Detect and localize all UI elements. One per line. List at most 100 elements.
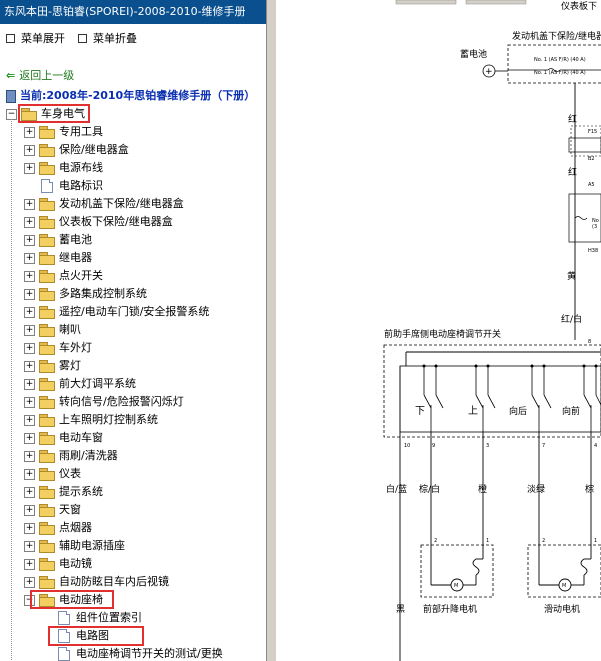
tree-item[interactable]: +电动车窗 <box>0 429 262 447</box>
expand-icon[interactable]: + <box>24 235 35 246</box>
tree-item[interactable]: +电动镜 <box>0 555 262 573</box>
tree-subitem[interactable]: 组件位置索引 <box>0 609 262 627</box>
expand-icon[interactable]: + <box>24 433 35 444</box>
sw-up: 上 <box>468 405 478 417</box>
motor2-label: 滑动电机 <box>544 603 580 615</box>
menu-expand-button[interactable]: 菜单展开 <box>6 30 65 48</box>
tree-item[interactable]: +上车照明灯控制系统 <box>0 411 262 429</box>
tree-item[interactable]: +多路集成控制系统 <box>0 285 262 303</box>
expand-icon[interactable]: + <box>24 577 35 588</box>
tree-item-label: 遥控/电动车门锁/安全报警系统 <box>59 305 210 318</box>
expand-icon[interactable]: + <box>24 361 35 372</box>
tree-item[interactable]: +保险/继电器盒 <box>0 141 262 159</box>
expand-icon[interactable]: + <box>24 523 35 534</box>
tree-subitem[interactable]: 电动座椅调节开关的测试/更换 <box>0 645 262 661</box>
tree-item[interactable]: + 点火开关 <box>0 267 262 285</box>
tree-item[interactable]: +仪表板下保险/继电器盒 <box>0 213 262 231</box>
folder-open-icon <box>21 108 37 121</box>
highlight-box <box>30 590 114 609</box>
pin-3: 3 <box>486 443 489 449</box>
menu-collapse-button[interactable]: 菜单折叠 <box>78 30 137 48</box>
current-label: 当前:2008年-2010年思铂睿维修手册（下册） <box>20 89 256 102</box>
folder-icon <box>39 198 55 211</box>
expand-icon[interactable]: + <box>24 307 35 318</box>
sw-fwd: 向前 <box>562 405 580 417</box>
tree-item[interactable]: +电源布线 <box>0 159 262 177</box>
folder-icon <box>39 522 55 535</box>
expand-icon[interactable]: + <box>24 127 35 138</box>
expand-icon[interactable]: + <box>24 289 35 300</box>
tree-root-label: 车身电气 <box>41 107 85 120</box>
folder-icon <box>39 360 55 373</box>
tree-item[interactable]: + 车外灯 <box>0 339 262 357</box>
expand-icon[interactable]: + <box>24 217 35 228</box>
tree-item[interactable]: +专用工具 <box>0 123 262 141</box>
expand-icon[interactable]: + <box>24 469 35 480</box>
tree-item[interactable]: +雨刷/清洗器 <box>0 447 262 465</box>
tree-subitem-label: 电路图 <box>76 629 109 642</box>
wire-brownwhite: 棕/白 <box>419 483 440 495</box>
tree-subitem[interactable]: 电路图 <box>0 627 262 645</box>
tree-item[interactable]: +雾灯 <box>0 357 262 375</box>
tree-subitem-label: 组件位置索引 <box>76 611 142 624</box>
tree-item[interactable]: 电路标识 <box>0 177 262 195</box>
expand-icon[interactable]: + <box>24 559 35 570</box>
tree-item[interactable]: + 提示系统 <box>0 483 262 501</box>
expand-icon[interactable]: + <box>24 271 35 282</box>
tree-item[interactable]: +转向信号/危险报警闪烁灯 <box>0 393 262 411</box>
fusebox-outline <box>507 44 601 84</box>
tree-item[interactable]: +仪表 <box>0 465 262 483</box>
tree-item[interactable]: + 继电器 <box>0 249 262 267</box>
folder-icon <box>39 432 55 445</box>
folder-icon <box>39 252 55 265</box>
expand-icon[interactable]: + <box>24 397 35 408</box>
tree-item[interactable]: +天窗 <box>0 501 262 519</box>
expand-icon[interactable]: + <box>24 541 35 552</box>
scroll-stub[interactable] <box>465 0 527 5</box>
sw-down: 下 <box>415 406 425 417</box>
tree-item[interactable]: + 点烟器 <box>0 519 262 537</box>
tree-item[interactable]: +自动防眩目车内后视镜 <box>0 573 262 591</box>
tree-item-label: 车外灯 <box>59 341 92 354</box>
expand-icon[interactable]: + <box>24 505 35 516</box>
tree-root[interactable]: −车身电气 <box>0 105 262 123</box>
back-link[interactable]: ⇐返回上一级 <box>6 68 74 84</box>
tree-item[interactable]: +喇叭 <box>0 321 262 339</box>
motor-m2: M <box>562 583 566 589</box>
tree-item[interactable]: +前大灯调平系统 <box>0 375 262 393</box>
fusebox-title: 发动机盖下保险/继电器 <box>512 30 601 42</box>
tree-item[interactable]: −电动座椅 <box>0 591 262 609</box>
tree-item[interactable]: +发动机盖下保险/继电器盒 <box>0 195 262 213</box>
wire-red2: 红 <box>568 166 577 178</box>
back-arrow-icon: ⇐ <box>6 69 16 82</box>
document-icon <box>58 611 70 625</box>
expand-icon[interactable]: + <box>24 199 35 210</box>
fuse-right1: No <box>592 218 599 224</box>
book-icon <box>6 89 16 103</box>
tree-item[interactable]: +蓄电池 <box>0 231 262 249</box>
pin-4: 4 <box>594 443 597 449</box>
collapse-icon[interactable]: − <box>24 595 35 606</box>
tree-item-label: 提示系统 <box>59 485 103 498</box>
tree-item[interactable]: +辅助电源插座 <box>0 537 262 555</box>
tree-item[interactable]: + 遥控/电动车门锁/安全报警系统 <box>0 303 262 321</box>
expand-icon[interactable]: + <box>24 451 35 462</box>
wire-lightgreen: 淡绿 <box>527 483 545 495</box>
expand-icon[interactable]: + <box>24 253 35 264</box>
expand-icon[interactable]: + <box>24 415 35 426</box>
motor2-icon <box>558 578 572 592</box>
expand-icon[interactable]: + <box>24 325 35 336</box>
expand-icon[interactable]: + <box>24 163 35 174</box>
tree-item-label: 点烟器 <box>59 521 92 534</box>
expand-icon[interactable]: + <box>24 487 35 498</box>
expand-icon[interactable]: + <box>24 343 35 354</box>
splitter-handle[interactable] <box>266 0 277 661</box>
tree-subitem-label: 电动座椅调节开关的测试/更换 <box>76 647 223 660</box>
expand-icon[interactable]: + <box>24 145 35 156</box>
scroll-stub[interactable] <box>395 0 457 5</box>
fuse-symbol <box>574 216 588 220</box>
expand-icon[interactable]: + <box>24 379 35 390</box>
tree-item-label: 继电器 <box>59 251 92 264</box>
connector-box <box>570 125 601 157</box>
tree-item-label: 点火开关 <box>59 269 103 282</box>
